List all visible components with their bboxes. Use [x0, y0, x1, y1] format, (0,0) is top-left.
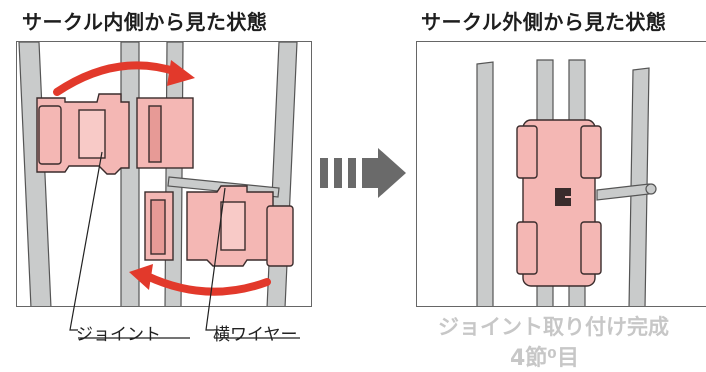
- joint-label: ジョイント: [76, 325, 161, 345]
- circle-bars: [18, 42, 298, 306]
- brand-logo-icon: [555, 188, 571, 206]
- horizontal-wire: [596, 183, 657, 201]
- horizontal-wire-label: 横ワイヤー: [213, 325, 298, 345]
- outside-view-illustration: [476, 59, 657, 306]
- right-arrow-icon: [320, 148, 408, 204]
- outside-view-panel: [416, 41, 706, 307]
- title-outside: サークル外側から見た状態: [421, 10, 667, 34]
- completion-caption: ジョイント取り付け完成: [438, 315, 669, 339]
- joint-middle: [144, 191, 174, 261]
- title-inside: サークル内側から見た状態: [22, 10, 268, 34]
- inside-view-illustration: [18, 42, 298, 306]
- joint-upper: [36, 93, 194, 175]
- inside-view-panel: [16, 41, 312, 307]
- completion-subcaption: 4節⁰目: [510, 346, 579, 371]
